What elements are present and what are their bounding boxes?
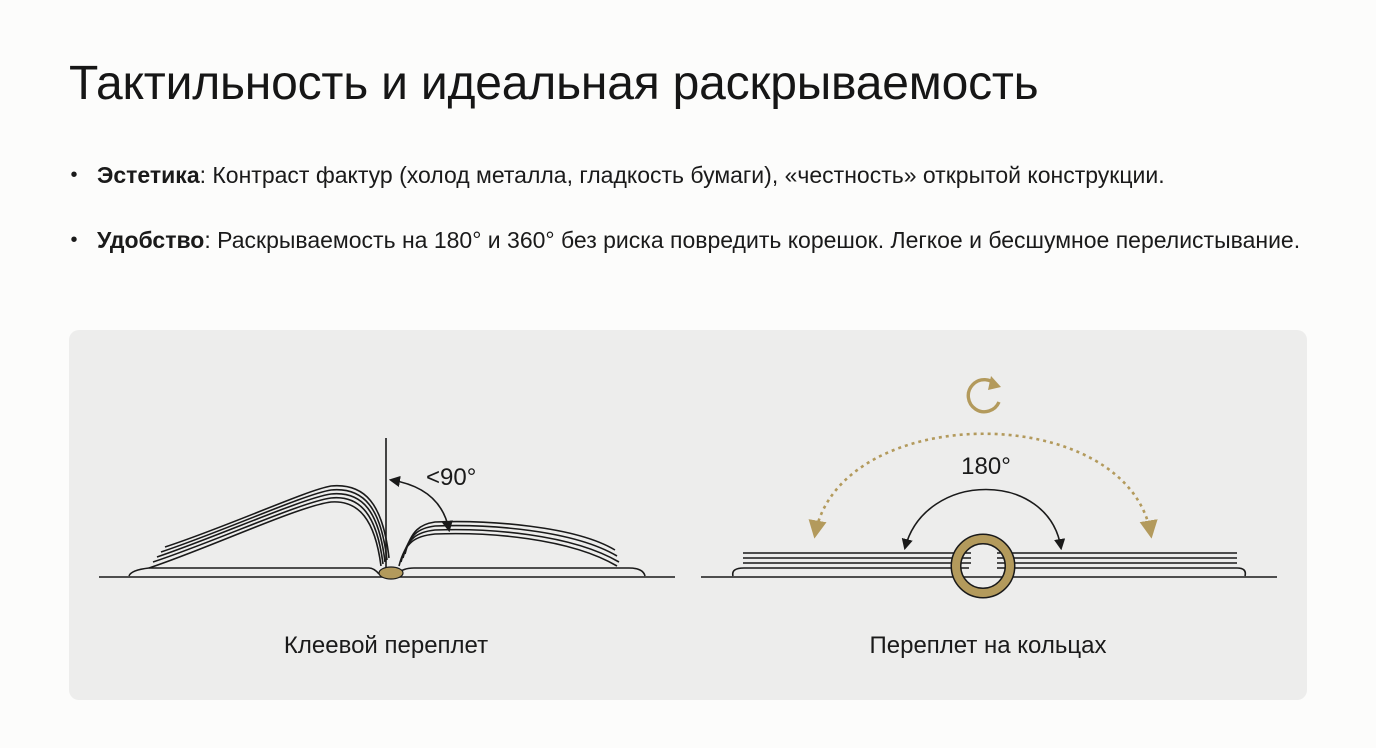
right-cover (396, 567, 646, 577)
binding-ring (952, 535, 1014, 597)
glued-binding-illustration (99, 438, 675, 578)
bullet-aesthetics: • Эстетика: Контраст фактур (холод метал… (69, 160, 1309, 190)
bullet-convenience: • Удобство: Раскрываемость на 180° и 360… (69, 225, 1309, 255)
bullet-term: Удобство (97, 227, 205, 253)
bullet-text: : Контраст фактур (холод металла, гладко… (199, 162, 1165, 188)
diagram-panel: <90° 180° Клеевой пере (69, 330, 1307, 700)
angle-arc-left (388, 475, 453, 533)
bullet-dot: • (70, 229, 78, 251)
angle-label-left: <90° (426, 464, 476, 491)
caption-glued-binding: Клеевой переплет (283, 632, 489, 659)
left-cover (128, 567, 380, 577)
rotation-360-arc (808, 432, 1158, 539)
caption-ring-binding: Переплет на кольцах (869, 632, 1107, 659)
ring-right-cover (997, 567, 1247, 577)
glue-spine (378, 566, 404, 580)
ring-left-cover (731, 567, 969, 577)
bullet-list: • Эстетика: Контраст фактур (холод метал… (69, 160, 1309, 255)
bullet-text: : Раскрываемость на 180° и 360° без риск… (204, 227, 1301, 253)
rotate-icon (962, 375, 1004, 417)
binding-diagram: <90° 180° (99, 375, 1277, 599)
bullet-dot: • (70, 164, 78, 186)
angle-label-right: 180° (961, 453, 1011, 480)
ring-binding-illustration (701, 488, 1277, 578)
page-title: Тактильность и идеальная раскрываемость (69, 57, 1039, 110)
bullet-term: Эстетика (97, 162, 200, 188)
